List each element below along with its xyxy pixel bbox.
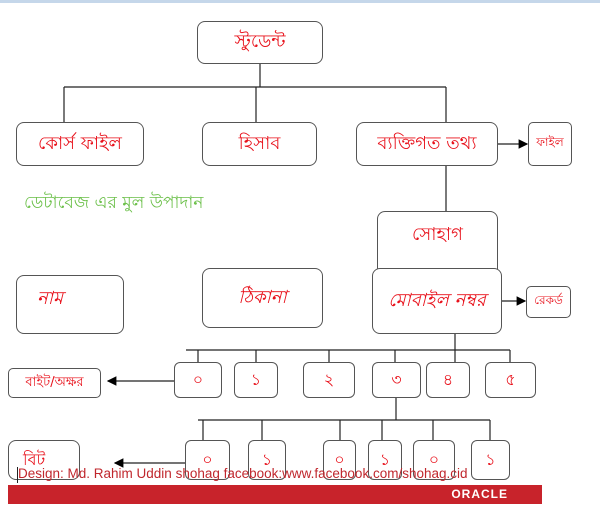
bit-value: ০ bbox=[334, 449, 345, 469]
bit-box[interactable]: ০ bbox=[413, 440, 455, 480]
bit-value: ১ bbox=[485, 449, 496, 469]
bit-box[interactable]: ০ bbox=[323, 440, 356, 480]
bit-box[interactable]: ১ bbox=[471, 440, 510, 480]
node-name[interactable]: নাম bbox=[16, 275, 124, 334]
node-label: হিসাব bbox=[238, 132, 281, 154]
digit-label: ০ bbox=[192, 369, 204, 389]
node-personal-info[interactable]: ব্যক্তিগত তথ্য bbox=[356, 122, 498, 166]
digit-box[interactable]: ৪ bbox=[426, 362, 470, 398]
node-mobile-number[interactable]: মোবাইল নম্বর bbox=[372, 268, 502, 334]
bit-box[interactable]: ১ bbox=[248, 440, 286, 480]
node-label: ব্যক্তিগত তথ্য bbox=[377, 132, 477, 154]
node-label: সোহাগ bbox=[412, 224, 463, 245]
digit-label: ৩ bbox=[391, 369, 402, 389]
oracle-bar: ORACLE bbox=[8, 485, 542, 504]
node-label: কোর্স ফাইল bbox=[38, 132, 122, 154]
digit-box[interactable]: ৫ bbox=[485, 362, 536, 398]
digit-label: ৪ bbox=[442, 369, 454, 389]
node-student[interactable]: স্টুডেন্ট bbox=[197, 21, 323, 64]
node-file[interactable]: ফাইল bbox=[528, 122, 572, 166]
bit-box[interactable]: ০ bbox=[185, 440, 230, 480]
node-accounts[interactable]: হিসাব bbox=[202, 122, 317, 166]
oracle-logo: ORACLE bbox=[451, 487, 508, 501]
top-border bbox=[0, 0, 600, 3]
digit-label: ৫ bbox=[505, 369, 516, 389]
digit-box[interactable]: ২ bbox=[303, 362, 355, 398]
node-label: রেকর্ড bbox=[534, 293, 563, 307]
footer-credit: Design: Md. Rahim Uddin shohag facebook:… bbox=[18, 466, 468, 481]
bit-value: ১ bbox=[261, 449, 273, 469]
bit-value: ০ bbox=[428, 449, 440, 469]
bit-value: ১ bbox=[379, 449, 391, 469]
digit-box[interactable]: ১ bbox=[234, 362, 278, 398]
node-label: নাম bbox=[37, 288, 63, 309]
node-sohag[interactable]: সোহাগ bbox=[377, 211, 498, 278]
node-label: মোবাইল নম্বর bbox=[388, 289, 486, 311]
node-label: স্টুডেন্ট bbox=[234, 31, 286, 52]
bit-value: ০ bbox=[202, 449, 213, 469]
node-label: ফাইল bbox=[536, 135, 564, 149]
node-bit[interactable]: বিট bbox=[8, 440, 80, 480]
node-label: বাইট/অক্ষর bbox=[25, 374, 84, 390]
node-label: ঠিকানা bbox=[238, 286, 287, 308]
node-label: বিট bbox=[23, 449, 46, 469]
digit-box[interactable]: ০ bbox=[174, 362, 222, 398]
node-address[interactable]: ঠিকানা bbox=[202, 268, 323, 328]
node-course-file[interactable]: কোর্স ফাইল bbox=[16, 122, 144, 166]
node-byte[interactable]: বাইট/অক্ষর bbox=[8, 368, 101, 398]
text-cursor bbox=[17, 467, 18, 483]
diagram-title: ডেটাবেজ এর মুল উপাদান bbox=[24, 193, 204, 213]
digit-label: ২ bbox=[323, 369, 335, 389]
digit-label: ১ bbox=[250, 369, 262, 389]
bit-box[interactable]: ১ bbox=[368, 440, 402, 480]
node-record[interactable]: রেকর্ড bbox=[526, 286, 571, 318]
digit-box[interactable]: ৩ bbox=[372, 362, 421, 398]
